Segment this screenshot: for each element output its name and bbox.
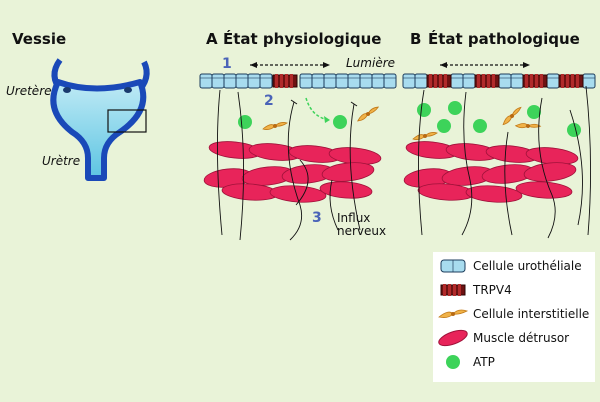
panel-b-stretch-arrow bbox=[440, 62, 530, 68]
nerve-impulse-line-2: nerveux bbox=[337, 224, 387, 238]
legend-item: Cellule interstitielle bbox=[433, 304, 589, 324]
panel-a-interstitial-cell bbox=[355, 106, 381, 122]
panel-b-trpv4 bbox=[558, 73, 584, 89]
trpv4-channel-icon bbox=[433, 280, 473, 300]
panel-b-drawing bbox=[402, 62, 596, 239]
step-2-number: 2 bbox=[264, 93, 274, 109]
legend-label: Muscle détrusor bbox=[473, 331, 570, 345]
legend-label: Cellule urothéliale bbox=[473, 259, 582, 273]
panel-b-atp-dots bbox=[417, 101, 581, 137]
panel-a-atp-dot bbox=[333, 115, 347, 129]
panel-a-letter: A bbox=[206, 30, 218, 48]
interstitial-cell-icon bbox=[433, 304, 473, 324]
legend-label: Cellule interstitielle bbox=[473, 307, 590, 321]
panel-a-interstitial-cell bbox=[262, 121, 288, 131]
panel-b-trpv4 bbox=[522, 73, 548, 89]
panel-b-title: État pathologique bbox=[428, 30, 580, 48]
panel-b-interstitial-cell bbox=[514, 118, 542, 134]
panel-b-trpv4 bbox=[474, 73, 500, 89]
panel-b-letter: B bbox=[410, 30, 422, 48]
step-3-number: 3 bbox=[312, 210, 322, 226]
detrusor-muscle-icon bbox=[433, 328, 473, 348]
legend-label: TRPV4 bbox=[473, 283, 512, 297]
panel-b-urothelium bbox=[402, 73, 596, 89]
panel-a-atp-dot bbox=[238, 115, 252, 129]
step-1-number: 1 bbox=[222, 56, 232, 72]
bladder-title: Vessie bbox=[12, 30, 67, 48]
legend-item: Cellule urothéliale bbox=[433, 256, 582, 276]
bladder-drawing bbox=[50, 58, 150, 181]
lumen-label: Lumière bbox=[346, 56, 396, 70]
panel-b-trpv4 bbox=[426, 73, 452, 89]
panel-a-nerve-fibres bbox=[216, 89, 361, 241]
left-ureter-orifice bbox=[63, 87, 71, 93]
nerve-impulse-label: Influx nerveux bbox=[337, 212, 386, 238]
panel-a-drawing bbox=[199, 62, 397, 241]
legend-item: ATP bbox=[433, 352, 495, 372]
bladder-body bbox=[50, 79, 147, 181]
right-ureter-orifice bbox=[124, 87, 132, 93]
atp-dot-icon bbox=[433, 352, 473, 372]
panel-b-nerve-fibres bbox=[417, 85, 592, 239]
ureter-label: Uretère bbox=[6, 84, 52, 98]
panel-a-atp-release-arrow bbox=[305, 97, 331, 121]
panel-a-urothelium bbox=[199, 73, 397, 89]
panel-b-interstitial-cell bbox=[499, 106, 525, 126]
panel-a-detrusor-muscle bbox=[203, 141, 382, 203]
nerve-impulse-line-1: Influx bbox=[337, 211, 371, 225]
panel-b-detrusor-muscle bbox=[403, 141, 579, 203]
panel-a-stretch-arrow bbox=[250, 62, 330, 68]
legend: Cellule urothéliale TRPV4 Cellule inters… bbox=[433, 252, 595, 382]
legend-item: TRPV4 bbox=[433, 280, 512, 300]
panel-a-trpv4 bbox=[272, 73, 298, 89]
panel-b-interstitial-cell bbox=[412, 131, 438, 141]
zoom-box bbox=[107, 109, 147, 133]
urethra-label: Urètre bbox=[42, 154, 81, 168]
legend-label: ATP bbox=[473, 355, 495, 369]
legend-item: Muscle détrusor bbox=[433, 328, 569, 348]
urothelial-cell-icon bbox=[433, 256, 473, 276]
panel-a-title: État physiologique bbox=[223, 30, 382, 48]
